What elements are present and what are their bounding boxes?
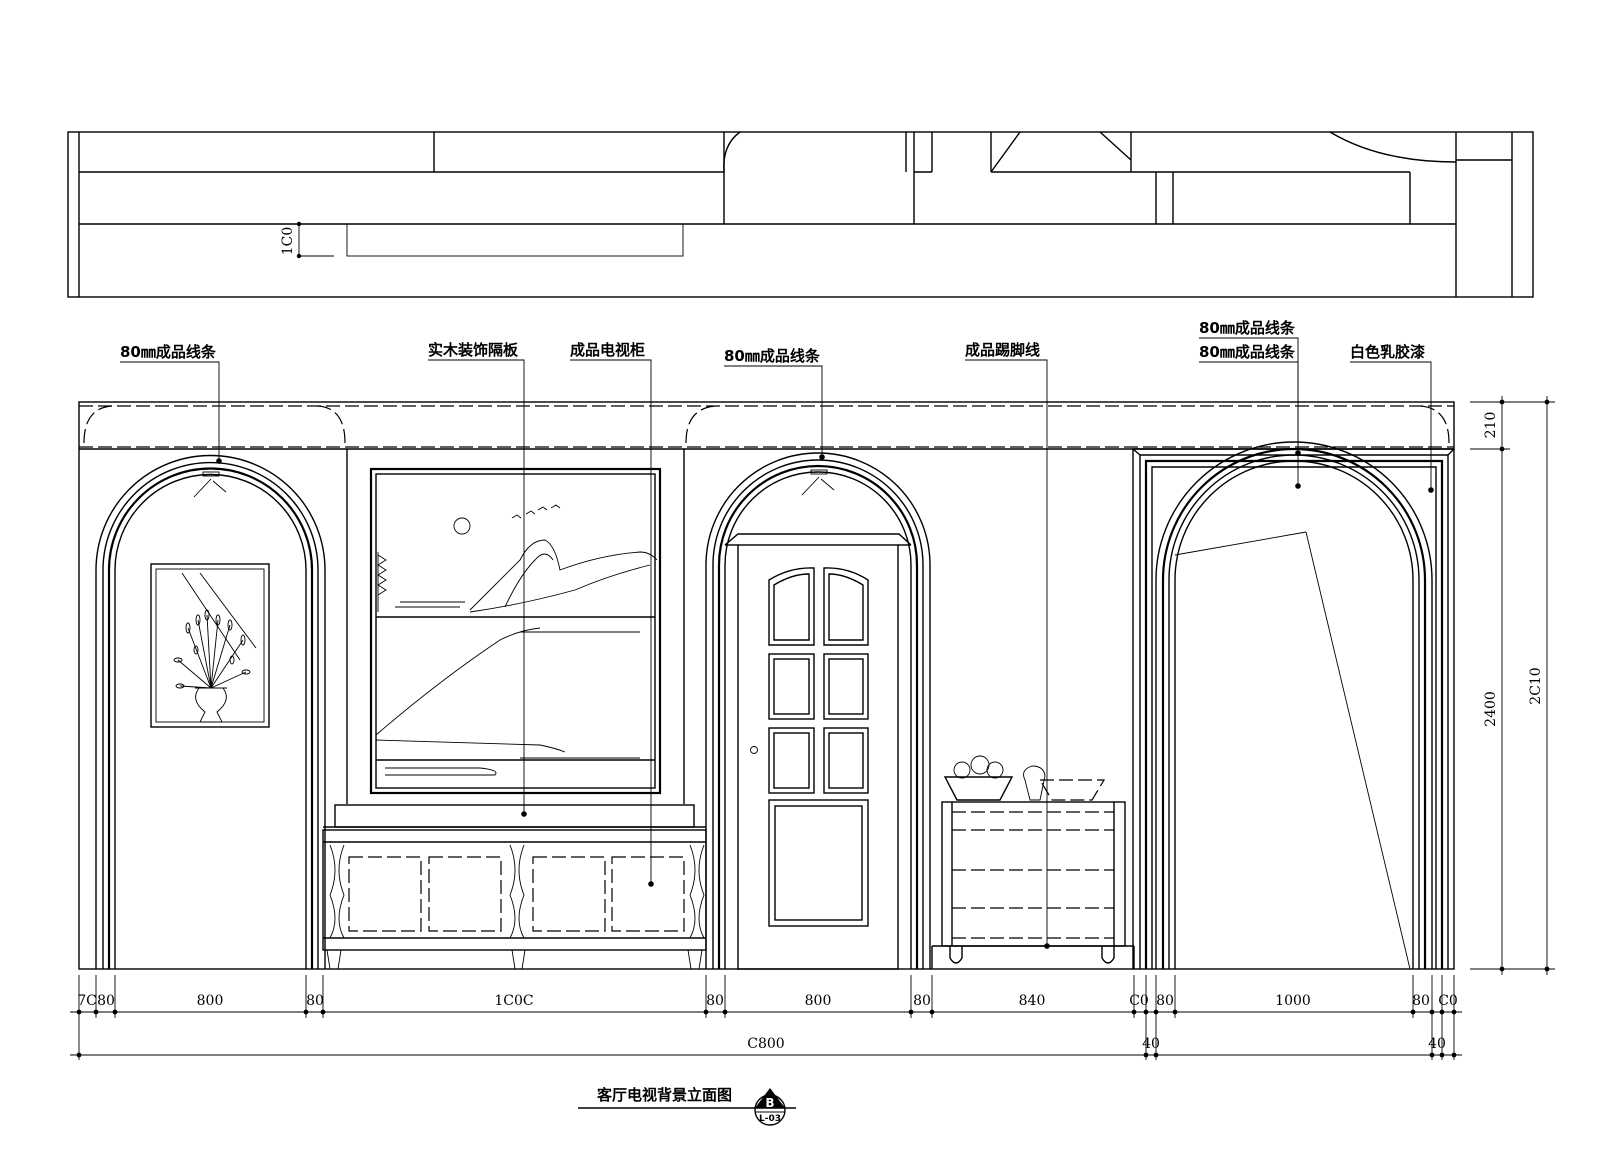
dim-seg-6: 80 [706,993,724,1009]
dim-seg-1: 7C [77,993,97,1009]
dim-seg-7: 800 [805,993,832,1009]
dim-seg-8: 80 [913,993,931,1009]
ceiling-height-dim: 1C0 [280,227,296,256]
drawing-mark-letter: B [765,1096,774,1110]
middle-arch-door [705,452,931,970]
drawing-title [578,1088,796,1126]
dim-seg-11: 80 [1156,993,1174,1009]
label-molding-mid: 80㎜成品线条 [724,347,821,365]
label-skirting: 成品踢脚线 [965,341,1040,359]
dim-seg-3: 800 [197,993,224,1009]
dim-seg-9: 840 [1019,993,1046,1009]
dim-right-mid: 2400 [1483,691,1499,727]
label-paint: 白色乳胶漆 [1350,343,1425,361]
left-arch [95,454,326,969]
dim-seg-4: 80 [306,993,324,1009]
drawing-title-text: 客厅电视背景立面图 [596,1086,732,1104]
ceiling-section [67,131,1534,298]
label-molding-left: 80㎜成品线条 [120,343,217,361]
dim-seg-5: 1C0C [494,993,533,1009]
dim-seg-12: 1000 [1275,993,1311,1009]
dim-total: C800 [747,1036,784,1052]
label-molding-right-1: 80㎜成品线条 [1199,319,1296,337]
right-arch-opening [1132,441,1455,970]
leader-lines [120,337,1434,949]
dim-right-full: 2C10 [1528,667,1544,704]
label-shelf: 实木装饰隔板 [428,341,519,359]
flower-picture [150,563,270,728]
drawing-mark-sheet: L-03 [759,1114,781,1124]
dim-seg-13: 80 [1412,993,1430,1009]
label-tv-cabinet: 成品电视柜 [570,341,645,359]
right-dimension-lines [1470,396,1555,975]
dim-small-right: 40 [1428,1036,1446,1052]
side-cabinet [931,755,1135,969]
flower-buds [173,609,251,689]
dim-right-top: 210 [1483,412,1499,439]
dim-seg-10: C0 [1129,993,1149,1009]
door-panels [768,567,869,927]
dim-seg-14: C0 [1438,993,1458,1009]
dim-small-left: 40 [1142,1036,1160,1052]
bottom-dimension-lines [70,975,1462,1060]
label-molding-right-2: 80㎜成品线条 [1199,343,1296,361]
tv-wall [322,449,707,970]
dim-seg-2: 80 [97,993,115,1009]
